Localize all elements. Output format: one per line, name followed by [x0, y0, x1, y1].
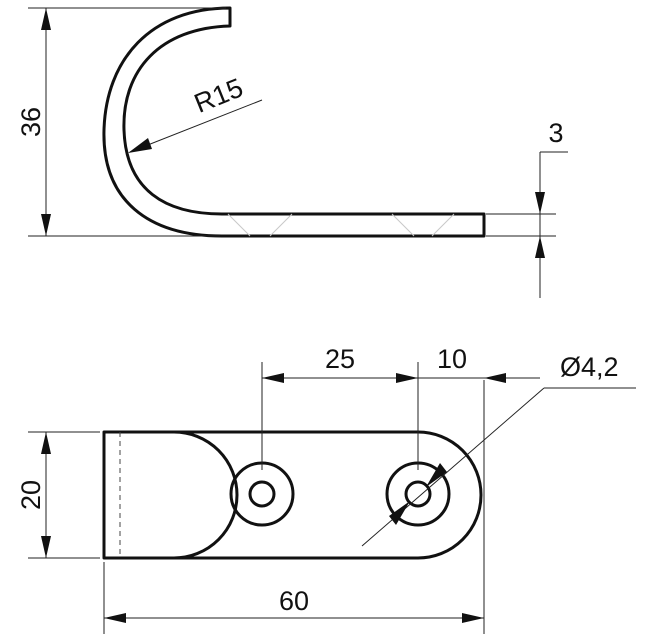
dimension-3: 3 — [486, 118, 568, 298]
dimension-36-label: 36 — [16, 107, 46, 137]
dimension-60: 60 — [103, 380, 485, 634]
hole-left — [229, 461, 295, 527]
dimension-3-label: 3 — [548, 118, 563, 148]
dimension-20-label: 20 — [16, 480, 46, 510]
dimension-20: 20 — [16, 431, 100, 559]
dimension-25-label: 25 — [325, 344, 355, 374]
dimension-36: 36 — [16, 7, 226, 237]
dimension-10-label: 10 — [437, 344, 467, 374]
dimension-radius-label: R15 — [190, 72, 247, 118]
dimension-60-label: 60 — [279, 586, 309, 616]
side-view: 36 R15 3 — [16, 6, 568, 298]
dimension-10: 10 — [418, 344, 540, 383]
dimension-radius: R15 — [128, 72, 263, 153]
dimension-25: 25 — [261, 344, 419, 470]
dimension-diameter: Ø4,2 — [361, 352, 636, 547]
hook-profile — [102, 6, 486, 238]
plate-outline — [102, 430, 483, 560]
bend-curve — [172, 430, 239, 560]
flange-construction-lines — [227, 213, 455, 237]
dimension-diameter-label: Ø4,2 — [560, 352, 619, 382]
top-view: 20 60 25 10 — [16, 344, 636, 634]
